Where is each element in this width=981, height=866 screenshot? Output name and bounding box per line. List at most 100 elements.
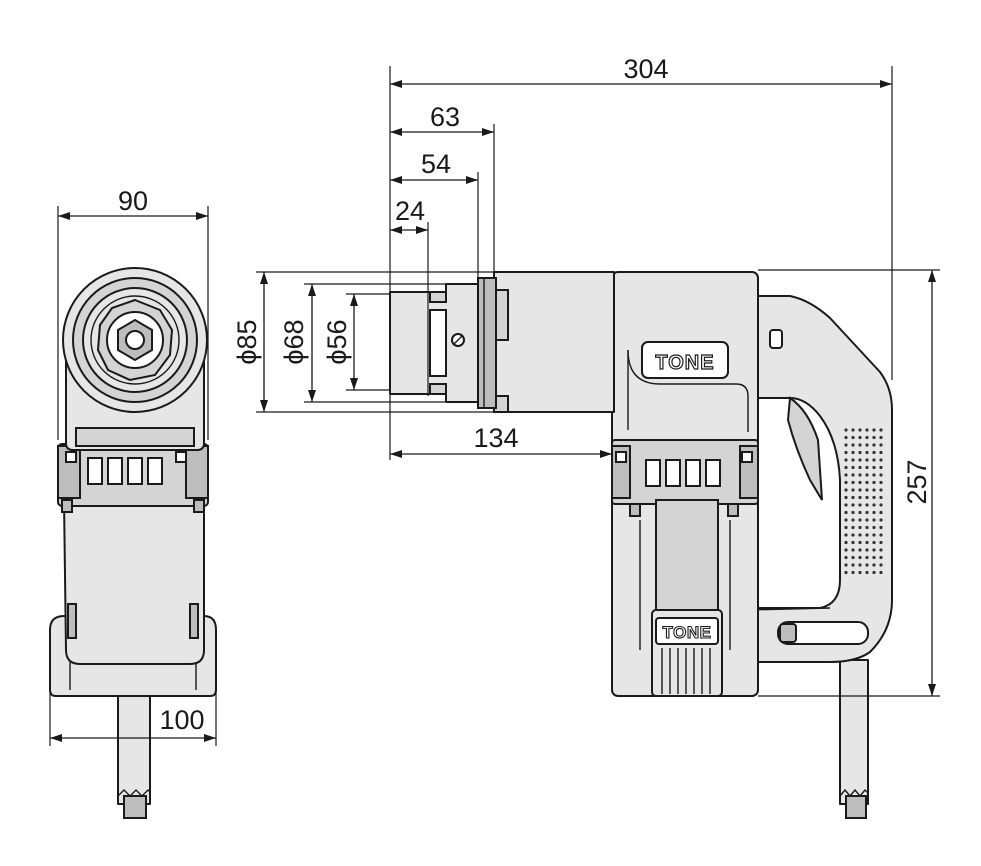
dim-overall-height: 257: [902, 459, 932, 504]
vent-dot: [879, 525, 883, 530]
vent-dot: [872, 555, 876, 560]
vent-dot: [844, 548, 848, 552]
vent-dot: [851, 563, 855, 567]
side-dimensions: 304 63 54 24 134 ϕ85 ϕ68: [232, 54, 940, 697]
vent-dot: [858, 473, 862, 477]
vent-dot: [851, 555, 855, 560]
vent-dot: [851, 450, 855, 455]
vent-dot: [879, 563, 883, 567]
vent-dot: [858, 525, 862, 530]
vent-dot: [865, 563, 869, 567]
vent-dot: [865, 435, 869, 440]
vent-dot: [858, 510, 862, 515]
vent-dot: [872, 488, 876, 492]
vent-dot: [858, 555, 862, 560]
vent-dot: [879, 555, 883, 560]
vent-dot: [872, 450, 876, 455]
vent-dot: [844, 570, 848, 575]
vent-dot: [879, 443, 883, 447]
vent-dot: [865, 473, 869, 477]
grip-ribs: [661, 648, 711, 694]
vent-dot: [851, 435, 855, 440]
vent-dot: [865, 450, 869, 455]
vent-dot: [879, 533, 883, 537]
vent-dot: [865, 570, 869, 575]
vent-dot: [872, 570, 876, 575]
front-view: [49, 267, 217, 819]
vent-dot: [858, 488, 862, 492]
vent-dot: [865, 555, 869, 560]
vent-dot: [865, 503, 869, 507]
vent-dot: [865, 480, 869, 485]
vent-dot: [872, 533, 876, 537]
vent-dot: [844, 480, 848, 485]
side-neck: [493, 271, 615, 413]
vent-dot: [844, 473, 848, 477]
vent-dot: [865, 458, 869, 462]
dim-diameter-mid: ϕ68: [279, 319, 309, 364]
vent-dot: [844, 428, 848, 432]
vent-dot: [844, 503, 848, 507]
vent-dot: [872, 548, 876, 552]
vent-dot: [879, 450, 883, 455]
vent-dot: [879, 570, 883, 575]
vent-dot: [851, 428, 855, 432]
vent-dot: [844, 458, 848, 462]
vent-dot: [844, 518, 848, 522]
vent-dot: [851, 495, 855, 500]
vent-dot: [844, 525, 848, 530]
vent-dot: [879, 495, 883, 500]
side-flange: [477, 277, 497, 409]
vent-dot: [879, 480, 883, 485]
vent-dot: [872, 473, 876, 477]
vent-dot: [865, 525, 869, 530]
vent-dot: [851, 503, 855, 507]
vent-dot: [851, 458, 855, 462]
dim-socket-depth: 24: [395, 196, 425, 226]
vent-dot: [872, 503, 876, 507]
vent-dot: [879, 548, 883, 552]
vent-dot: [865, 488, 869, 492]
vent-dot: [872, 495, 876, 500]
side-cable-end: [845, 795, 867, 819]
vent-dot: [872, 518, 876, 522]
vent-dot: [872, 428, 876, 432]
vent-dot: [858, 540, 862, 545]
vent-dot: [858, 443, 862, 447]
dim-head-length: 134: [473, 423, 518, 453]
vent-dot: [844, 443, 848, 447]
vent-dot: [858, 518, 862, 522]
vent-dot: [858, 533, 862, 537]
dim-front-width: 90: [118, 186, 148, 216]
vent-dot: [858, 503, 862, 507]
vent-dot: [872, 465, 876, 470]
front-dimensions: 90 100: [49, 186, 217, 746]
vent-dot: [858, 563, 862, 567]
vent-dot: [879, 488, 883, 492]
vent-dot: [872, 435, 876, 440]
vent-dot: [851, 443, 855, 447]
vent-dot: [844, 533, 848, 537]
vent-dot: [851, 525, 855, 530]
vent-dot: [879, 503, 883, 507]
vent-dot: [844, 465, 848, 470]
vent-dot: [879, 428, 883, 432]
vent-dot: [851, 548, 855, 552]
logo-text: TONE: [655, 352, 714, 374]
vent-dot: [879, 540, 883, 545]
vent-dot: [851, 465, 855, 470]
vent-dot: [872, 510, 876, 515]
vent-dot: [872, 525, 876, 530]
vent-dot: [844, 495, 848, 500]
vent-dot: [851, 488, 855, 492]
logo-badge: [641, 341, 729, 379]
dim-diameter-inner: ϕ56: [322, 319, 352, 364]
vent-dot: [844, 510, 848, 515]
vent-dot: [872, 480, 876, 485]
vent-dot: [858, 480, 862, 485]
vent-dot: [858, 428, 862, 432]
vent-dot: [865, 540, 869, 545]
dim-overall-length: 304: [623, 54, 668, 84]
side-handle: [755, 295, 893, 663]
vent-dot: [851, 540, 855, 545]
